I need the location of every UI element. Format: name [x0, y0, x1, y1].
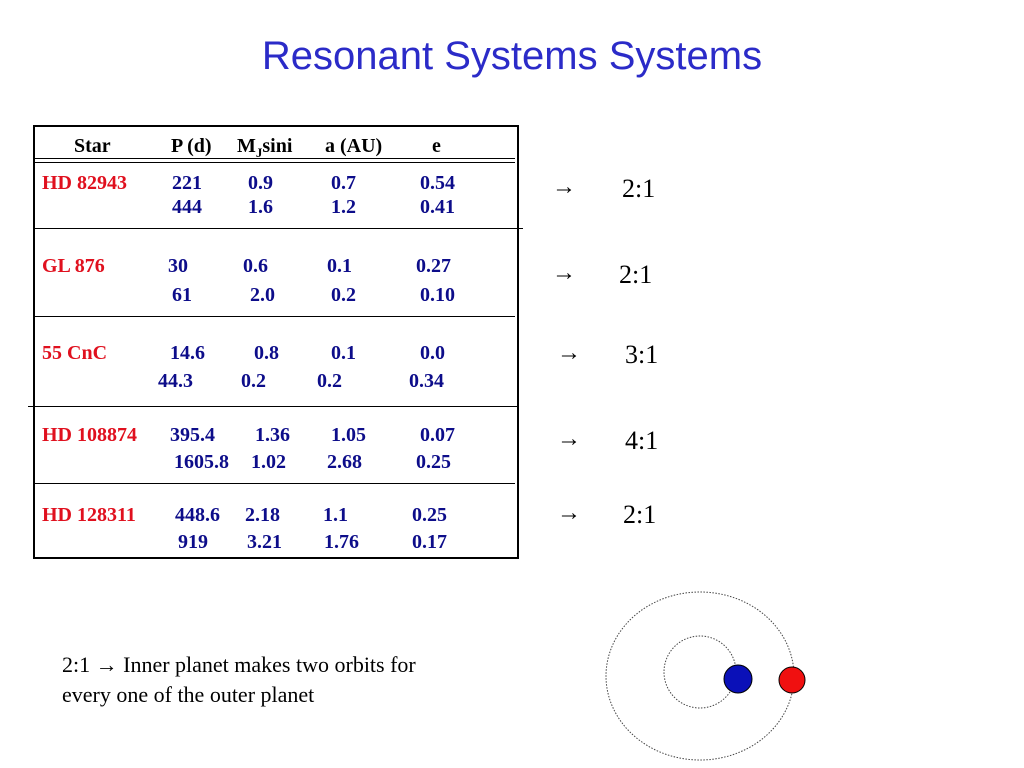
caption: 2:1 → Inner planet makes two orbits for …	[62, 650, 542, 710]
header-mass: MJsini	[237, 135, 293, 160]
axis-value: 0.2	[317, 370, 342, 392]
outer-planet	[778, 666, 806, 694]
header-divider-bottom	[35, 162, 515, 163]
axis-value: 1.76	[324, 531, 359, 553]
axis-value: 2.68	[327, 451, 362, 473]
star-name: HD 82943	[42, 172, 127, 194]
ecc-value: 0.10	[420, 284, 455, 306]
ecc-value: 0.17	[412, 531, 447, 553]
group-divider	[35, 228, 523, 229]
slide-title: Resonant Systems Systems	[261, 34, 763, 78]
right-arrow-icon: →	[557, 340, 581, 366]
group-divider	[35, 483, 515, 484]
outer-orbit	[605, 591, 795, 761]
mass-value: 3.21	[247, 531, 282, 553]
axis-value: 0.1	[331, 342, 356, 364]
axis-value: 1.05	[331, 424, 366, 446]
mass-value: 1.6	[248, 196, 273, 218]
right-arrow-icon: →	[552, 174, 576, 200]
axis-value: 0.2	[331, 284, 356, 306]
inner-orbit	[663, 635, 737, 709]
mass-value: 2.0	[250, 284, 275, 306]
mass-value: 1.02	[251, 451, 286, 473]
resonance-ratio: 3:1	[625, 340, 659, 369]
mass-value: 0.9	[248, 172, 273, 194]
period-value: 14.6	[170, 342, 205, 364]
mass-value: 0.2	[241, 370, 266, 392]
caption-line: 2:1 → Inner planet makes two orbits for	[62, 652, 416, 677]
period-value: 444	[172, 196, 202, 218]
header-eccentricity: e	[432, 135, 441, 157]
star-name: HD 108874	[42, 424, 137, 446]
header-star: Star	[74, 135, 111, 157]
caption-line: every one of the outer planet	[62, 682, 315, 707]
axis-value: 1.2	[331, 196, 356, 218]
resonance-ratio: 2:1	[623, 500, 657, 529]
period-value: 44.3	[158, 370, 193, 392]
header-semimajor-axis: a (AU)	[325, 135, 383, 157]
group-divider	[28, 406, 518, 407]
star-name: 55 CnC	[42, 342, 108, 364]
star-name: GL 876	[42, 255, 105, 277]
ecc-value: 0.41	[420, 196, 455, 218]
period-value: 395.4	[170, 424, 215, 446]
period-value: 221	[172, 172, 202, 194]
ecc-value: 0.34	[409, 370, 444, 392]
axis-value: 0.1	[327, 255, 352, 277]
period-value: 61	[172, 284, 192, 306]
right-arrow-icon: →	[557, 426, 581, 452]
period-value: 1605.8	[174, 451, 229, 473]
group-divider	[35, 316, 515, 317]
resonance-ratio: 2:1	[622, 174, 656, 203]
ecc-value: 0.25	[412, 504, 447, 526]
right-arrow-icon: →	[557, 500, 581, 526]
resonance-table	[33, 125, 519, 559]
mass-value: 0.8	[254, 342, 279, 364]
ecc-value: 0.0	[420, 342, 445, 364]
period-value: 919	[178, 531, 208, 553]
mass-value: 1.36	[255, 424, 290, 446]
resonance-ratio: 2:1	[619, 260, 653, 289]
ecc-value: 0.27	[416, 255, 451, 277]
axis-value: 1.1	[323, 504, 348, 526]
mass-value: 2.18	[245, 504, 280, 526]
header-period: P (d)	[171, 135, 212, 157]
period-value: 448.6	[175, 504, 220, 526]
axis-value: 0.7	[331, 172, 356, 194]
resonance-ratio: 4:1	[625, 426, 659, 455]
right-arrow-icon: →	[552, 260, 576, 286]
period-value: 30	[168, 255, 188, 277]
mass-value: 0.6	[243, 255, 268, 277]
ecc-value: 0.07	[420, 424, 455, 446]
header-divider-top	[35, 158, 515, 159]
ecc-value: 0.54	[420, 172, 455, 194]
star-name: HD 128311	[42, 504, 136, 526]
inner-planet	[723, 664, 753, 694]
ecc-value: 0.25	[416, 451, 451, 473]
